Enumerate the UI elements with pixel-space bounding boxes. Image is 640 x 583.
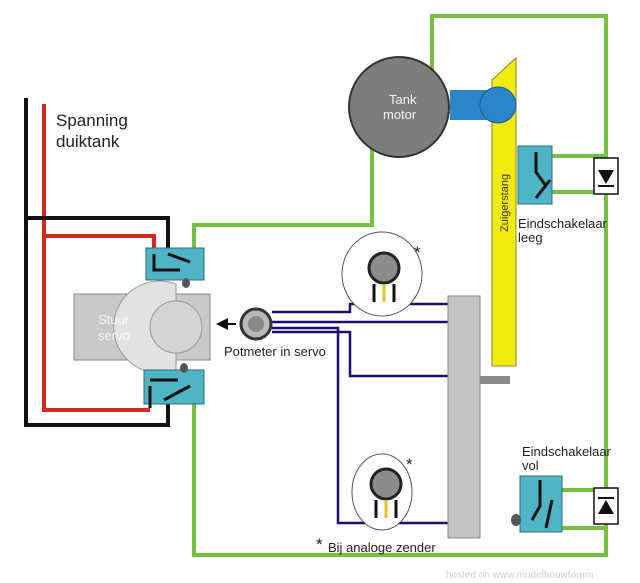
potmeter-arrow <box>216 318 228 330</box>
footnote-marker: * <box>316 535 323 554</box>
slider-shaft <box>480 376 510 384</box>
transmitter-pot-bottom: * <box>351 453 413 531</box>
switch-full-contacts <box>530 480 554 529</box>
piston-rod-label: Zuigerstang <box>499 174 511 232</box>
servo-potmeter: Potmeter in servo <box>216 307 326 359</box>
green-wire-network <box>192 14 608 557</box>
switch-full-label-line1: Eindschakelaar <box>522 444 612 459</box>
steering-servo: Stuur servo <box>73 280 211 374</box>
slider-body <box>447 295 481 539</box>
servo-switch-top <box>145 247 205 288</box>
servo-switch-bottom-actuator <box>180 363 188 373</box>
footnote-text: Bij analoge zender <box>328 540 436 555</box>
servo-switch-top-actuator <box>182 278 190 288</box>
potmeter-knob-center <box>248 316 264 332</box>
switch-empty-contacts <box>534 152 552 199</box>
black-wire <box>24 98 170 427</box>
watermark: hosted on www.modelbouwforum <box>446 570 593 581</box>
servo-label-line1: Stuur <box>98 312 130 327</box>
pot-bottom-marker: * <box>406 455 413 474</box>
servo-switch-bottom <box>143 363 205 408</box>
servo-switch-bottom-contacts <box>148 378 191 408</box>
switch-full-actuator <box>511 514 521 526</box>
servo-switch-top-body <box>145 247 205 281</box>
diode-empty-symbol <box>598 170 614 184</box>
switch-empty-label-line1: Eindschakelaar <box>518 216 608 231</box>
servo-switch-top-contacts <box>152 252 191 272</box>
motor-label-line1: Tank <box>389 92 417 107</box>
motor-body <box>348 56 450 158</box>
servo-switch-bottom-body <box>143 369 205 405</box>
pot-bottom-knob <box>369 467 403 501</box>
limit-switch-empty: Eindschakelaar leeg <box>517 145 619 245</box>
tank-motor: Tank motor <box>348 56 492 158</box>
switch-full-label-line2: vol <box>522 458 539 473</box>
transmitter-pot-top: * <box>341 231 423 317</box>
limit-switch-full: Eindschakelaar vol <box>511 444 619 533</box>
servo-label-line2: servo <box>98 328 130 343</box>
supply-label-line2: duiktank <box>56 132 120 151</box>
pot-top-knob <box>367 251 401 285</box>
switch-empty-label-line2: leeg <box>518 230 543 245</box>
diode-full-symbol <box>598 500 614 514</box>
pot-top-marker: * <box>414 243 421 262</box>
piston-rod-bar <box>491 56 517 367</box>
potmeter-label: Potmeter in servo <box>224 344 326 359</box>
rod-coupling <box>479 86 517 124</box>
motor-label-line2: motor <box>383 107 417 122</box>
supply-label-line1: Spanning <box>56 111 128 130</box>
transmitter-slider <box>447 295 510 539</box>
diode-empty <box>593 157 619 195</box>
piston-rod: Zuigerstang <box>479 56 517 367</box>
servo-hub <box>149 300 203 354</box>
